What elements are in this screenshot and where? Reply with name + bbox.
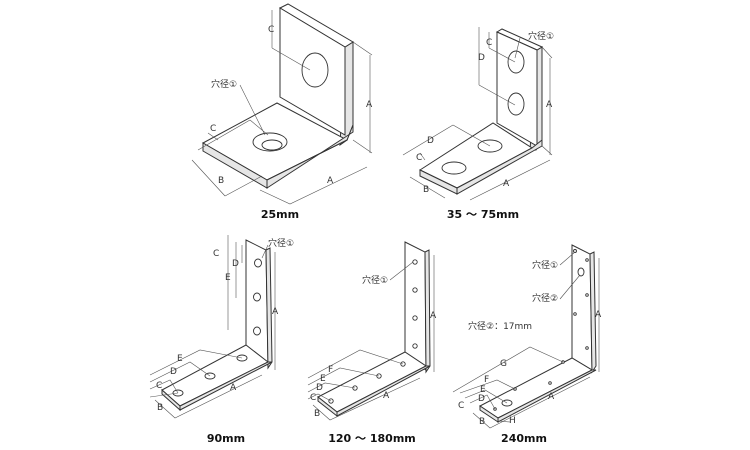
hole-icon — [253, 292, 261, 302]
dim-a: A — [595, 310, 602, 320]
dim-c: C — [210, 124, 216, 134]
dim-b: B — [218, 176, 224, 186]
base-plate-top — [479, 357, 594, 419]
dim-a: A — [230, 383, 237, 393]
base-plate-side — [266, 124, 354, 189]
caption: 240mm — [501, 432, 547, 445]
dim-e: E — [225, 273, 231, 283]
base-plate-side — [497, 369, 597, 423]
hole-icon — [585, 258, 589, 262]
dim-h: H — [509, 416, 516, 426]
dim-f: F — [484, 375, 489, 385]
vertical-plate-edge — [589, 251, 597, 374]
figure-25mm: C A C B A 穴径① 25mm — [191, 3, 373, 221]
dim-c: C — [416, 153, 422, 163]
hole-inner-icon — [261, 139, 283, 151]
hole-icon — [585, 346, 589, 350]
hole-icon — [412, 287, 418, 293]
hole-note: 穴径②：17mm — [468, 320, 532, 332]
dim-c: C — [156, 381, 162, 391]
dim-b: B — [157, 403, 163, 413]
hole-label: 穴径① — [211, 78, 237, 90]
dim-b: B — [314, 409, 320, 419]
base-plate-side — [179, 361, 273, 411]
dim-b: B — [479, 417, 485, 427]
dim-d: D — [170, 367, 177, 377]
hole-icon — [573, 249, 577, 253]
dim-a: A — [548, 392, 555, 402]
dim-d: D — [232, 259, 239, 269]
dim-a: A — [327, 176, 334, 186]
figure-240mm: A G F E D C B H A 穴径① 穴径② 穴径②：17mm 240mm — [452, 244, 602, 445]
dim-c: C — [486, 38, 492, 48]
hole-label: 穴径② — [532, 292, 558, 304]
hole-icon — [412, 343, 418, 349]
dim-a: A — [366, 100, 373, 110]
hole-icon — [253, 326, 261, 336]
hole-icon — [412, 259, 418, 265]
hole-icon — [573, 312, 577, 316]
figure-120-180mm: A F E D C B A 穴径① 120 ～ 180mm — [307, 241, 437, 445]
dim-d: D — [478, 53, 485, 63]
hole-label: 穴径① — [362, 274, 388, 286]
dim-f: F — [328, 365, 333, 375]
caption: 90mm — [207, 432, 245, 445]
dim-g: G — [500, 359, 507, 369]
hole-label: 穴径① — [268, 237, 294, 249]
base-plate-side — [456, 138, 543, 195]
base-plate-side — [336, 365, 431, 417]
figure-35-75mm: C D A D C B A 穴径① 35 ～ 75mm — [402, 27, 554, 221]
hole-icon — [507, 92, 525, 116]
dim-d: D — [316, 383, 323, 393]
dim-a: A — [430, 311, 437, 321]
base-plate-top — [317, 351, 427, 413]
dim-e: E — [480, 385, 486, 395]
dim-a: A — [503, 179, 510, 189]
hole-icon — [507, 50, 525, 74]
hole-icon — [441, 161, 467, 175]
hole-icon — [301, 52, 329, 88]
caption: 35 ～ 75mm — [447, 208, 519, 221]
figure-90mm: C D E A E D C B A 穴径① 90mm — [149, 235, 294, 445]
dim-c: C — [213, 249, 219, 259]
caption: 120 ～ 180mm — [328, 432, 416, 445]
dim-e: E — [177, 354, 183, 364]
dim-c: C — [458, 401, 464, 411]
dim-d: D — [478, 394, 485, 404]
hole-icon — [254, 258, 262, 268]
vertical-plate-face — [571, 244, 593, 371]
dim-a: A — [272, 307, 279, 317]
hole-icon — [585, 293, 589, 297]
dim-c: C — [268, 25, 274, 35]
hole-icon — [548, 381, 552, 385]
caption: 25mm — [261, 208, 299, 221]
dim-b: B — [423, 185, 429, 195]
hole-label: 穴径① — [532, 259, 558, 271]
dim-c: C — [310, 393, 316, 403]
dim-d: D — [427, 136, 434, 146]
dim-a: A — [383, 391, 390, 401]
dim-e: E — [320, 374, 326, 384]
hole-icon — [577, 267, 585, 277]
dim-a: A — [546, 100, 553, 110]
hole-icon — [412, 315, 418, 321]
hole-label: 穴径① — [528, 30, 554, 42]
